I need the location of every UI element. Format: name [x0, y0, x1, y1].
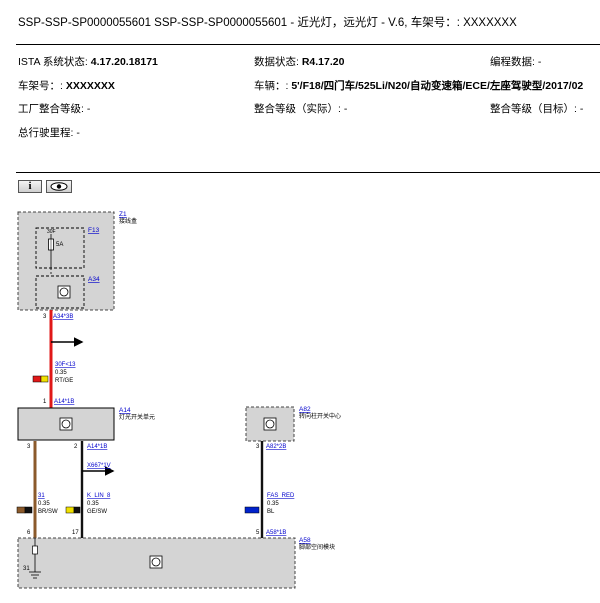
vehicle-label: 车辆：:	[254, 80, 289, 92]
wire-red-color: RT/GE	[55, 378, 73, 384]
wire-k-lin-8-size: 0.35	[87, 501, 99, 507]
view-button[interactable]	[46, 180, 72, 193]
fuse-f13-id[interactable]: F13	[88, 227, 100, 234]
fuse-f13-box	[35, 227, 85, 269]
z1-name: 接线盒	[119, 217, 137, 225]
a14-pin1-connector[interactable]: A14*1B	[54, 399, 74, 405]
a82-pin-number: 3	[256, 444, 260, 450]
a58-name: 脚部空间模块	[299, 543, 335, 551]
vehicle: 车辆：: 5'/F18/四门车/525Li/N20/自动变速箱/ECE/左座驾驶…	[254, 78, 583, 93]
a82-connector[interactable]: A82*2B	[266, 444, 286, 450]
wire-k-lin-8-swatch-yellow	[65, 506, 75, 514]
a58-pin6-number: 6	[27, 530, 31, 536]
wire-brown-size: 0.35	[38, 501, 50, 507]
a58-id[interactable]: A58	[299, 537, 311, 544]
vehicle-value: 5'/F18/四门车/525Li/N20/自动变速箱/ECE/左座驾驶型/201…	[291, 80, 584, 92]
programming-data: 编程数据: -	[490, 56, 542, 68]
wire-k-lin-8-id[interactable]: K_LIN_8	[87, 493, 111, 499]
total-mileage: 总行驶里程: -	[18, 127, 80, 139]
a34-pin-number: 3	[43, 314, 47, 320]
data-status-value: R4.17.20	[301, 56, 345, 68]
a14-pin2-connector[interactable]: A14*1B	[87, 444, 107, 450]
wire-k-lin-8-color: GE/SW	[87, 509, 107, 515]
wire-red-swatch-yellow	[40, 375, 49, 383]
a14-pin2-number: 2	[74, 444, 78, 450]
vin-label: 车架号：:	[18, 80, 63, 92]
wire-brown-id[interactable]: 31	[38, 493, 45, 499]
wire-fas-red-id[interactable]: FAS_RED	[267, 493, 295, 499]
header-divider	[16, 172, 600, 173]
a58-pin17-number: 17	[72, 530, 79, 536]
a58-module-icon-ring	[151, 557, 161, 567]
info-button[interactable]: i	[18, 180, 42, 193]
ista-status-value: 4.17.20.18171	[90, 56, 158, 68]
wire-brown-color: BR/SW	[38, 509, 58, 515]
a34-id[interactable]: A34	[88, 276, 100, 283]
title-divider	[16, 44, 600, 45]
data-status-label: 数据状态:	[254, 56, 299, 68]
page-title: SSP-SSP-SP0000055601 SSP-SSP-SP000005560…	[18, 17, 517, 29]
z1-id[interactable]: Z1	[119, 211, 127, 218]
factory-integration-level: 工厂整合等级: -	[18, 103, 91, 115]
a58-ground-resistor	[32, 545, 38, 555]
wire-fas-red-swatch-blue	[244, 506, 260, 514]
a58-pin5-number: 5	[256, 530, 260, 536]
wire-red-swatch-red	[32, 375, 42, 383]
wire-brown-swatch-black	[24, 506, 33, 514]
integration-level-actual: 整合等级（实际）: -	[254, 103, 348, 115]
ground-label: 31	[23, 566, 30, 572]
a14-module-icon-ring	[61, 419, 71, 429]
a14-pin1-number: 1	[43, 399, 47, 405]
a82-steering-column-switch	[245, 406, 295, 442]
fuse-f13-pin: 30F	[47, 229, 56, 235]
wire-fas-red-size: 0.35	[267, 501, 279, 507]
wire-brown-swatch-brown	[16, 506, 26, 514]
integration-level-target: 整合等级（目标）: -	[490, 103, 584, 115]
a14-id[interactable]: A14	[119, 407, 131, 414]
wire-fas-red-color: BL	[267, 509, 275, 515]
a34-connector[interactable]: A34*3B	[53, 314, 73, 320]
a14-name: 灯光开关单元	[119, 413, 155, 421]
fuse-f13-rating: 5A	[56, 242, 63, 248]
a82-id[interactable]: A82	[299, 406, 311, 413]
wire-red-size: 0.35	[55, 370, 67, 376]
a14-pin3-number: 3	[27, 444, 31, 450]
vin-value: XXXXXXX	[65, 80, 115, 92]
ista-status-label: ISTA 系统状态:	[18, 56, 88, 68]
ista-status: ISTA 系统状态: 4.17.20.18171	[18, 54, 158, 69]
a58-connector[interactable]: A58*1B	[266, 530, 286, 536]
info-icon: i	[28, 180, 32, 192]
vin: 车架号：: XXXXXXX	[18, 78, 115, 93]
a82-module-icon-ring	[265, 419, 275, 429]
data-status: 数据状态: R4.17.20	[254, 54, 344, 69]
a82-name: 转向柱开关中心	[299, 412, 341, 420]
link-ref[interactable]: X667*1V	[87, 463, 111, 469]
a34-module-icon-ring	[59, 287, 69, 297]
eye-icon	[50, 182, 68, 191]
wire-red-id[interactable]: 30F<13	[55, 362, 76, 368]
wire-k-lin-8-swatch-black	[73, 506, 81, 514]
